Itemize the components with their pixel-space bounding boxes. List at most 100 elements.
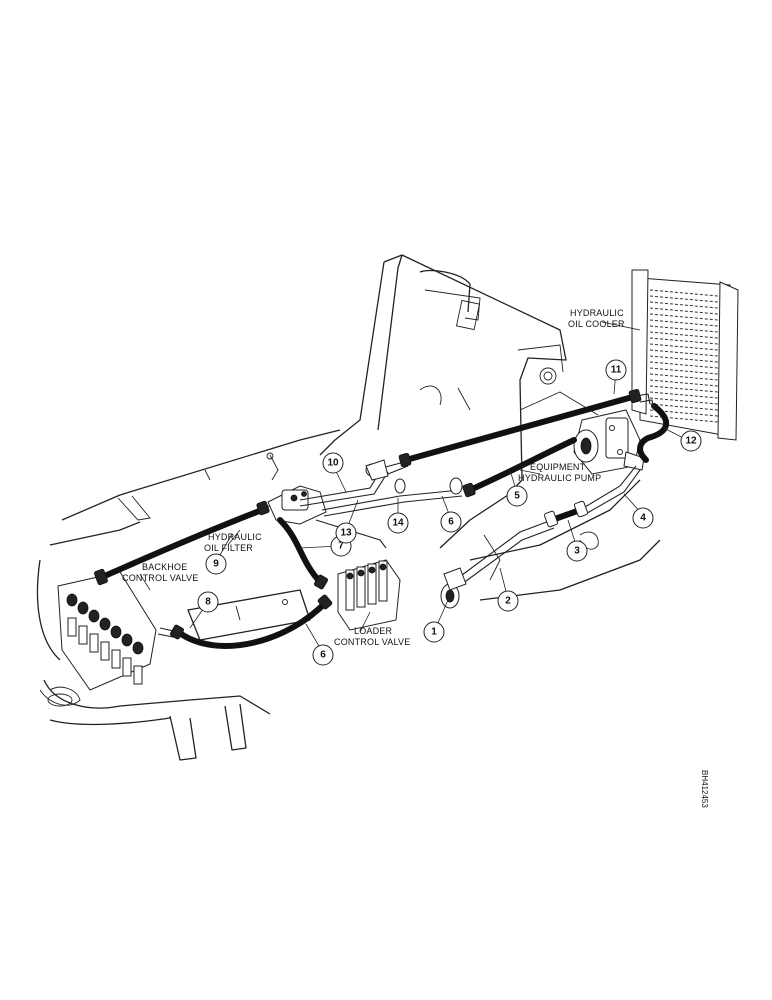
cooler-fin-row <box>649 391 719 399</box>
callouts: 1 2 3 4 5 6 7 6 9 10 11 12 13 14 8 <box>197 359 702 666</box>
hose-11 <box>403 393 639 463</box>
backhoe-spool-body <box>78 625 88 645</box>
hose-6-lower <box>175 599 329 649</box>
hose-12 <box>637 403 669 463</box>
svg-text:1: 1 <box>431 627 437 638</box>
backhoe-valve-spools <box>66 593 144 685</box>
loader-spool-cap <box>368 566 376 574</box>
cooler-fin-row <box>649 379 719 387</box>
svg-text:7: 7 <box>338 541 344 552</box>
backhoe-spool <box>132 641 144 655</box>
callout-4: 4 <box>632 507 654 529</box>
cooler-fin-row <box>649 343 719 351</box>
svg-text:2: 2 <box>505 596 511 607</box>
backhoe-spool <box>88 609 100 623</box>
loader-valve-spools <box>345 560 388 611</box>
loader-spool <box>356 566 366 608</box>
svg-text:6: 6 <box>320 650 326 661</box>
label-loader-control-valve-2: CONTROL VALVE <box>334 637 410 647</box>
label-equipment-hydraulic-pump-2: HYDRAULIC PUMP <box>518 473 601 483</box>
hose-9 <box>97 507 265 581</box>
callout-1: 1 <box>423 621 445 643</box>
label-hydraulic-oil-filter-2: OIL FILTER <box>204 543 253 553</box>
backhoe-spool-body <box>133 665 143 685</box>
loader-spool <box>367 563 377 605</box>
callout-6-lower: 6 <box>312 644 334 666</box>
label-backhoe-control-valve-2: CONTROL VALVE <box>122 573 198 583</box>
svg-text:12: 12 <box>685 436 697 447</box>
svg-text:6: 6 <box>448 517 454 528</box>
loader-spool <box>378 560 388 602</box>
cooler-fin-row <box>649 361 719 369</box>
callout-2: 2 <box>497 590 519 612</box>
loader-spool-cap <box>379 563 387 571</box>
fittings <box>94 388 642 640</box>
component-labels: HYDRAULIC OIL COOLER EQUIPMENT HYDRAULIC… <box>122 308 625 647</box>
backhoe-spool-body <box>122 657 132 677</box>
label-hydraulic-oil-cooler-1: HYDRAULIC <box>570 308 624 318</box>
cooler-fin-row <box>649 301 719 309</box>
cooler-fin-row <box>649 325 719 333</box>
svg-text:3: 3 <box>574 546 580 557</box>
svg-text:5: 5 <box>514 491 520 502</box>
svg-text:10: 10 <box>327 458 339 469</box>
backhoe-spool <box>110 625 122 639</box>
loader-spool-cap <box>346 572 354 580</box>
callout-8: 8 <box>197 591 219 613</box>
cooler-fin-row <box>649 289 719 297</box>
equipment-hydraulic-pump <box>573 409 645 475</box>
cooler-fin-row <box>649 295 719 303</box>
hydraulic-oil-cooler <box>631 269 739 441</box>
label-loader-control-valve-1: LOADER <box>354 626 393 636</box>
backhoe-spool <box>66 593 78 607</box>
callout-12: 12 <box>680 430 702 452</box>
cooler-fin-row <box>649 349 719 357</box>
callout-13: 13 <box>335 522 357 544</box>
loader-spool-cap <box>357 569 365 577</box>
svg-text:9: 9 <box>213 559 219 570</box>
cooler-fin-row <box>649 337 719 345</box>
callout-3: 3 <box>566 540 588 562</box>
label-hydraulic-oil-cooler-2: OIL COOLER <box>568 319 625 329</box>
svg-text:13: 13 <box>340 528 352 539</box>
callout-11: 11 <box>605 359 627 381</box>
backhoe-spool-body <box>111 649 121 669</box>
label-hydraulic-oil-filter-1: HYDRAULIC <box>208 532 262 542</box>
backhoe-spool <box>77 601 89 615</box>
svg-text:4: 4 <box>640 513 646 524</box>
cooler-fin-row <box>649 307 719 315</box>
hose-5 <box>467 437 577 493</box>
cooler-fins <box>649 289 719 423</box>
cooler-fin-row <box>649 367 719 375</box>
tractor-frame <box>36 254 661 761</box>
svg-text:8: 8 <box>205 597 211 608</box>
figure-code: BH412453 <box>700 770 709 808</box>
callout-14: 14 <box>387 512 409 534</box>
backhoe-spool <box>121 633 133 647</box>
label-backhoe-control-valve-1: BACKHOE <box>142 562 187 572</box>
backhoe-spool-body <box>89 633 99 653</box>
cooler-fin-row <box>649 385 719 393</box>
callout-5: 5 <box>506 485 528 507</box>
label-equipment-hydraulic-pump-1: EQUIPMENT <box>530 462 586 472</box>
cooler-fin-row <box>649 331 719 339</box>
cooler-fin-row <box>649 313 719 321</box>
svg-text:14: 14 <box>392 518 404 529</box>
loader-spool <box>345 569 355 611</box>
backhoe-spool <box>99 617 111 631</box>
callout-9: 9 <box>205 553 227 575</box>
callout-6: 6 <box>440 511 462 533</box>
cooler-fin-row <box>649 373 719 381</box>
backhoe-spool-body <box>67 617 77 637</box>
cooler-fin-row <box>649 319 719 327</box>
cooler-fin-row <box>649 355 719 363</box>
callout-10: 10 <box>322 452 344 474</box>
steel-tubes <box>157 393 655 639</box>
hydraulic-hoses <box>97 393 669 649</box>
hose-3 <box>549 507 583 523</box>
backhoe-control-valve <box>57 571 157 691</box>
hydraulic-oil-filter <box>261 485 327 525</box>
svg-text:11: 11 <box>611 365 622 376</box>
